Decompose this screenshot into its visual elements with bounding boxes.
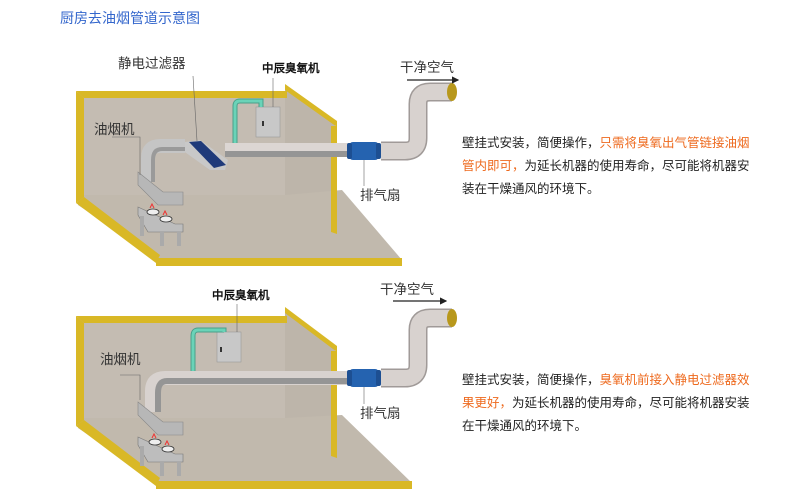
pot-icon	[159, 215, 173, 223]
pipe-opening	[447, 309, 457, 327]
description-1-prefix: 壁挂式安装，简便操作，	[462, 135, 600, 150]
description-2: 壁挂式安装，简便操作，臭氧机前接入静电过滤器效果更好，为延长机器的使用寿命，尽可…	[462, 368, 752, 437]
ozone-machine	[255, 106, 281, 138]
label-clean-air: 干净空气	[380, 282, 434, 298]
range-hood	[137, 401, 184, 436]
range-hood	[137, 171, 184, 206]
label-range-hood: 油烟机	[100, 352, 141, 368]
side-wall-edge	[331, 126, 337, 234]
wall-trim-top	[76, 316, 287, 323]
label-exhaust-fan: 排气扇	[360, 188, 401, 204]
label-clean-air: 干净空气	[400, 60, 454, 76]
description-2-suffix: 为延长机器的使用寿命，尽可能将机器安装在干燥通风的环境下。	[462, 395, 750, 433]
description-2-highlight: 臭氧机前接入静电过滤器效果更好，	[462, 372, 750, 410]
pipe-opening	[447, 83, 457, 101]
back-wall	[78, 318, 285, 418]
kitchen-diagram-2: 中辰臭氧机 干净空气 油烟机 排气扇	[76, 282, 457, 489]
description-1: 壁挂式安装，简便操作，只需将臭氧出气管链接油烟管内即可，为延长机器的使用寿命，尽…	[462, 131, 752, 200]
exhaust-fan	[349, 369, 379, 387]
pot-icon	[146, 208, 160, 216]
pot-icon	[161, 445, 175, 453]
label-ozone-machine: 中辰臭氧机	[262, 61, 320, 75]
floor-trim-left	[76, 420, 160, 486]
exhaust-duct	[145, 371, 350, 412]
label-exhaust-fan: 排气扇	[360, 406, 401, 422]
ozone-machine-indicator	[262, 121, 264, 126]
description-2-prefix: 壁挂式安装，简便操作，	[462, 372, 600, 387]
floor	[78, 415, 412, 483]
page-title: 厨房去油烟管道示意图	[60, 11, 200, 27]
side-wall-edge	[331, 351, 337, 458]
exhaust-duct	[225, 143, 350, 152]
floor-trim-front	[156, 481, 412, 489]
label-range-hood: 油烟机	[94, 122, 135, 138]
wall-trim-top	[76, 91, 287, 98]
side-wall-trim	[285, 307, 337, 352]
floor-trim-left	[76, 197, 160, 263]
flame-icon	[151, 432, 170, 446]
floor	[78, 190, 402, 260]
description-1-suffix: 为延长机器的使用寿命，尽可能将机器安装在干燥通风的环境下。	[462, 158, 750, 196]
hood-duct	[141, 139, 185, 182]
side-wall-trim	[285, 84, 337, 127]
ozone-machine-indicator	[220, 347, 222, 352]
label-filter: 静电过滤器	[118, 56, 186, 72]
flame-icon	[149, 202, 168, 216]
label-ozone-machine: 中辰臭氧机	[212, 288, 270, 302]
kitchen-diagram-1: 静电过滤器 中辰臭氧机 干净空气 油烟机 排气扇	[76, 56, 460, 266]
pot-icon	[148, 438, 162, 446]
wall-trim-left	[76, 316, 84, 426]
description-1-highlight: 只需将臭氧出气管链接油烟管内即可，	[462, 135, 750, 173]
exhaust-fan	[349, 142, 379, 160]
wall-trim-left	[76, 91, 84, 203]
floor-trim-front	[156, 258, 402, 266]
